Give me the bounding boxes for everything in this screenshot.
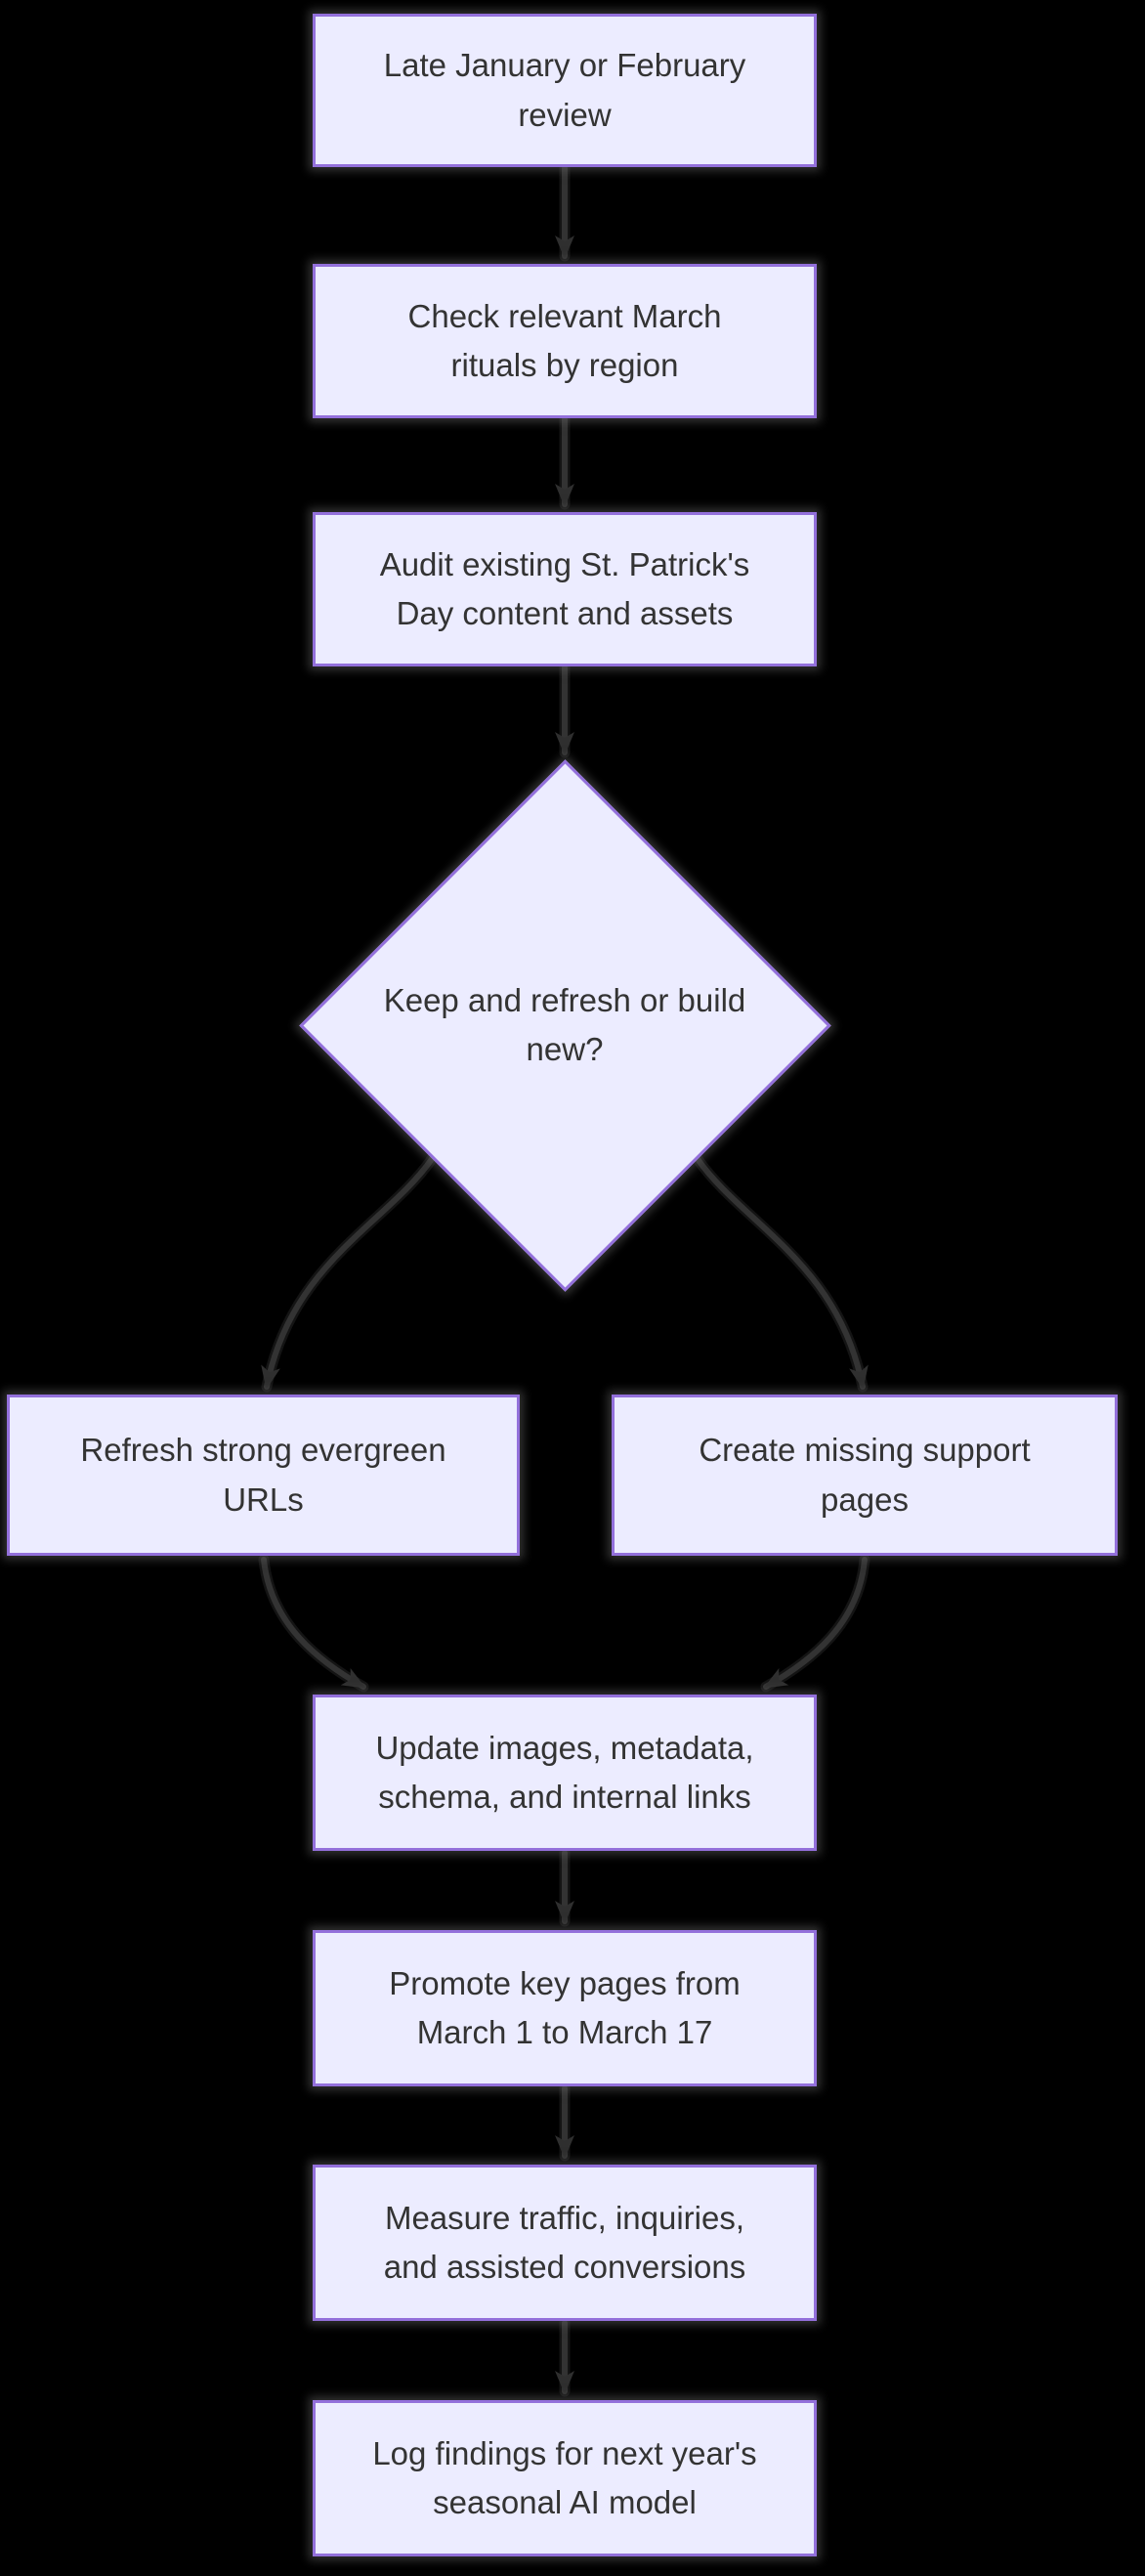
flowchart-node-measure-traffic: Measure traffic, inquiries, and assisted… [313,2165,817,2321]
edge-D-F-glow [692,1153,869,1393]
flowchart-node-log-findings: Log findings for next year's seasonal AI… [313,2400,817,2556]
flowchart-node-update-images-metadata: Update images, metadata, schema, and int… [313,1695,817,1851]
flowchart-node-check-march-rituals: Check relevant March rituals by region [313,264,817,418]
node-label: Promote key pages from March 1 to March … [389,1964,741,2050]
flowchart-node-audit-content: Audit existing St. Patrick's Day content… [313,512,817,666]
node-label: Check relevant March rituals by region [407,297,722,383]
flowchart-node-create-support-pages: Create missing support pages [612,1395,1118,1556]
node-label: Late January or February review [383,47,746,133]
edge-E-G [261,1557,366,1690]
node-label: Keep and refresh or build new? [383,981,746,1067]
flowchart-node-promote-key-pages: Promote key pages from March 1 to March … [313,1930,817,2086]
edge-F-G [763,1557,868,1690]
node-label: Refresh strong evergreen URLs [80,1432,446,1518]
node-label: Measure traffic, inquiries, and assisted… [383,2199,746,2285]
edge-F-G-glow [760,1554,870,1693]
flowchart-node-late-january-review: Late January or February review [313,14,817,167]
edge-E-G-glow [258,1554,369,1693]
edge-D-F [695,1156,869,1390]
edge-D-E [261,1156,435,1390]
node-label: Audit existing St. Patrick's Day content… [379,545,750,631]
node-label: Log findings for next year's seasonal AI… [372,2434,757,2520]
flowchart-node-refresh-urls: Refresh strong evergreen URLs [7,1395,520,1556]
node-label: Create missing support pages [699,1432,1031,1518]
edge-D-E-glow [261,1153,438,1393]
node-label: Update images, metadata, schema, and int… [375,1729,754,1815]
